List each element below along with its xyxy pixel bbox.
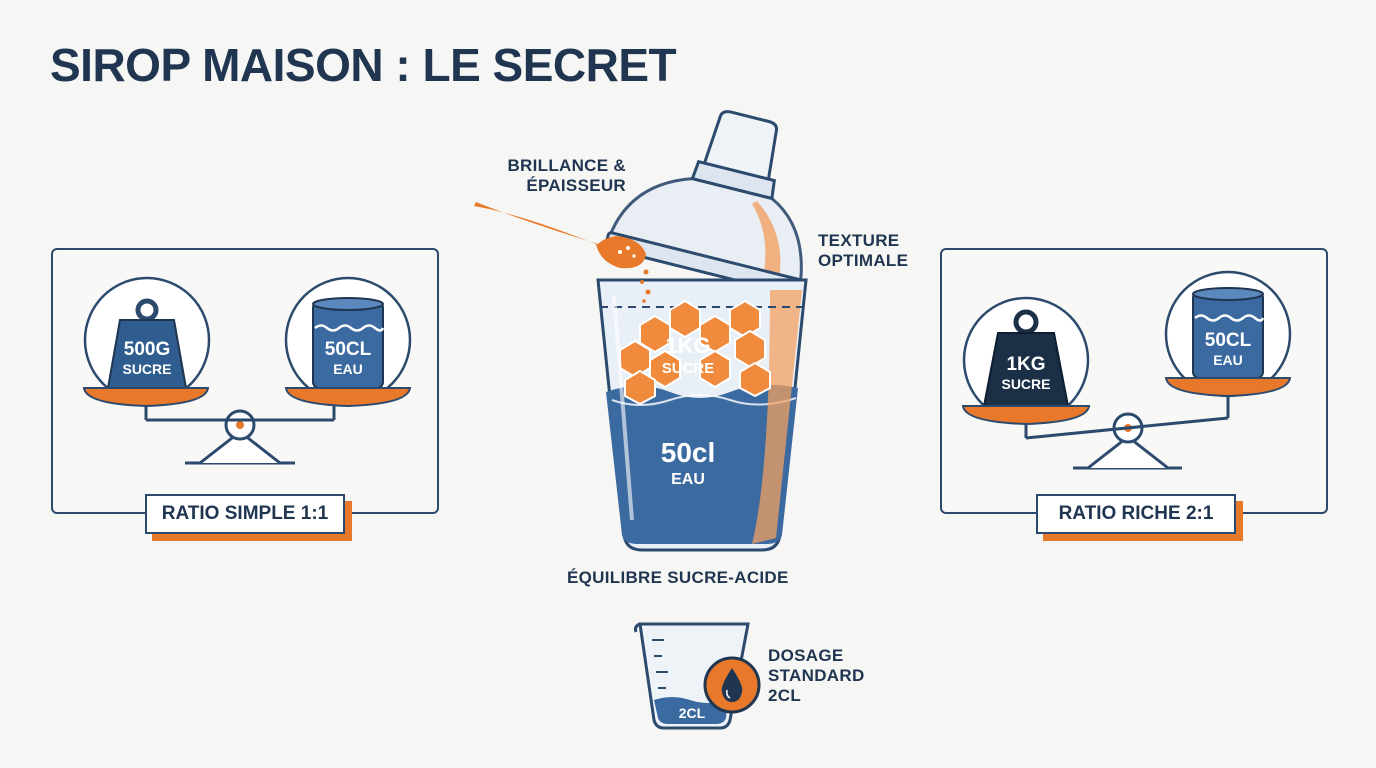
equilibre-callout: ÉQUILIBRE SUCRE-ACIDE <box>567 568 789 587</box>
brillance-line-1: BRILLANCE & <box>507 156 626 175</box>
rich-ratio-label: RATIO RICHE 2:1 <box>1036 494 1236 534</box>
right-pan <box>284 387 412 408</box>
sugar-label: SUCRE <box>662 360 715 377</box>
left-pan-ingredient: SUCRE <box>122 361 171 377</box>
scale-beam <box>1025 416 1229 440</box>
texture-line-1: TEXTURE <box>818 231 900 250</box>
right-pan-amount: 50CL <box>325 339 372 360</box>
dosage-line-2: STANDARD <box>768 666 865 685</box>
brillance-callout: BRILLANCE & ÉPAISSEUR <box>498 156 626 196</box>
water-amount: 50cl <box>661 437 716 468</box>
texture-callout: TEXTURE OPTIMALE <box>818 231 908 271</box>
sugar-amount: 1KG <box>665 333 710 358</box>
shaker-lid <box>604 110 804 297</box>
sugar-cubes <box>619 299 771 406</box>
left-pan-amount: 500G <box>124 339 170 360</box>
rich-ratio-scale: 1KG SUCRE 50CL EAU <box>961 270 1292 470</box>
dosage-line-3: 2CL <box>768 686 802 705</box>
left-pan <box>82 387 210 408</box>
jigger: 2CL <box>634 622 761 730</box>
page-title: SIROP MAISON : LE SECRET <box>50 39 677 91</box>
water-label: EAU <box>671 471 705 488</box>
dosage-callout: DOSAGE STANDARD 2CL <box>768 646 865 706</box>
right-pan <box>1164 377 1292 398</box>
spoon-icon <box>474 202 651 303</box>
water-fill <box>606 384 798 544</box>
right-pan-ingredient: EAU <box>1213 352 1243 368</box>
simple-ratio-label: RATIO SIMPLE 1:1 <box>145 494 345 534</box>
dosage-line-1: DOSAGE <box>768 646 844 665</box>
jigger-amount: 2CL <box>679 705 706 721</box>
right-pan-amount: 50CL <box>1205 330 1252 351</box>
texture-line-2: OPTIMALE <box>818 251 909 270</box>
shaker: 1KG SUCRE 50cl EAU <box>596 110 808 552</box>
right-pan-ingredient: EAU <box>333 361 363 377</box>
brillance-line-2: ÉPAISSEUR <box>526 176 626 195</box>
simple-ratio-scale: 500G SUCRE 50CL EAU <box>82 276 412 465</box>
left-pan <box>961 405 1091 426</box>
left-pan-amount: 1KG <box>1006 354 1045 375</box>
drop-icon <box>703 656 761 714</box>
left-pan-ingredient: SUCRE <box>1001 376 1050 392</box>
